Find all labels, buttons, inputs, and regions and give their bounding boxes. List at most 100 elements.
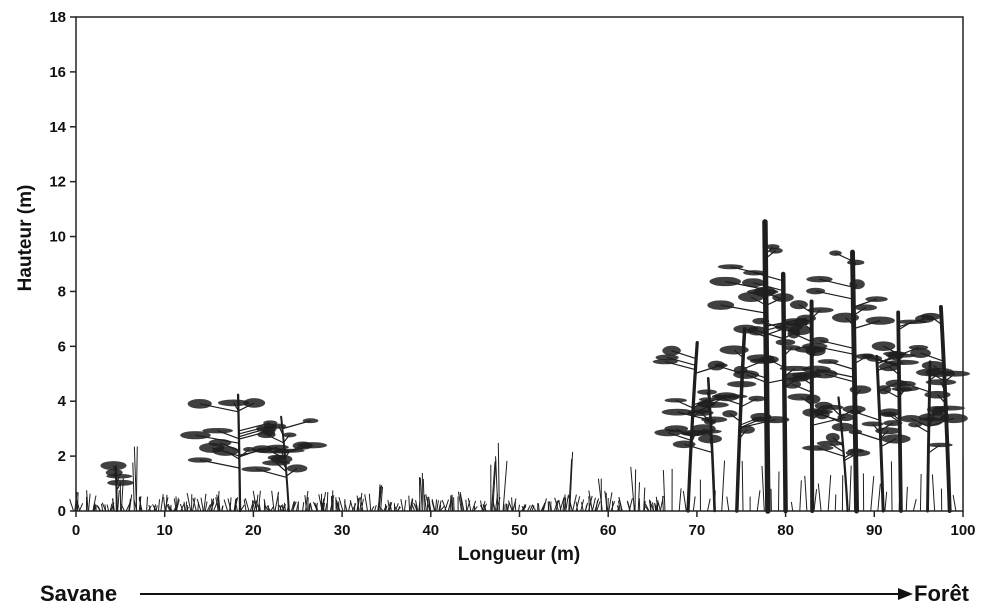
leaf-cluster (661, 408, 694, 416)
grass-blade (428, 499, 432, 512)
grass-blade (104, 504, 107, 512)
grass-blade (356, 495, 360, 512)
leaf-cluster (847, 259, 865, 266)
y-tick-label: 16 (49, 64, 66, 81)
leaf-cluster (926, 405, 948, 414)
grass-blade (157, 499, 161, 512)
x-tick-label: 60 (600, 522, 617, 539)
leaf-cluster (742, 278, 765, 288)
grass-blade (217, 491, 220, 512)
grass-blade (283, 505, 286, 512)
grass-blade (596, 501, 601, 512)
leaf-cluster (241, 466, 272, 472)
leaf-cluster (270, 454, 293, 464)
grass-blade (314, 502, 318, 512)
grass-blade (572, 494, 577, 512)
grass-blade (120, 503, 125, 512)
leaf-cluster (784, 372, 815, 381)
leaf-cluster (212, 446, 239, 456)
leaf-cluster (910, 348, 931, 358)
grass-blade (450, 496, 453, 512)
grass-blade (637, 482, 641, 512)
grass-blade (160, 494, 164, 512)
grass-blade (106, 504, 110, 512)
grass-blade (88, 493, 91, 512)
grass-blade (359, 497, 364, 512)
grass-blade (389, 503, 392, 512)
grass-blade (549, 501, 552, 512)
leaf-cluster (883, 420, 903, 426)
grass-blade (413, 502, 418, 512)
grass-blade (562, 496, 565, 512)
grass-blade (138, 498, 143, 512)
grass-blade (234, 497, 238, 512)
leaf-cluster (825, 432, 840, 443)
grass-blade (431, 499, 436, 512)
grass-blade (482, 504, 487, 512)
grass-blade (597, 478, 603, 512)
grass-blade (588, 490, 593, 512)
leaf-cluster (895, 387, 912, 392)
y-tick-label: 8 (58, 283, 66, 300)
leaf-cluster (717, 264, 744, 270)
leaf-cluster (698, 434, 722, 444)
undergrowth-stem (834, 494, 837, 512)
grass-blade (511, 497, 513, 512)
x-tick-label: 90 (866, 522, 883, 539)
leaf-cluster (748, 395, 766, 402)
grass-blade (302, 502, 305, 512)
grass-layer (69, 442, 964, 512)
leaf-cluster (806, 287, 826, 295)
grass-blade (305, 490, 309, 512)
leaf-cluster (921, 361, 946, 371)
grass-blade (179, 503, 184, 512)
leaf-cluster (187, 398, 212, 409)
leaf-cluster (811, 336, 829, 345)
gradient-start-label: Savane (40, 581, 117, 606)
grass-blade (645, 503, 650, 512)
grass-blade (465, 499, 468, 512)
undergrowth-stem (877, 483, 881, 512)
grass-blade (255, 494, 259, 512)
undergrowth-stem (884, 491, 888, 512)
grass-blade (387, 500, 391, 512)
leaf-cluster (783, 379, 802, 389)
grass-blade (591, 497, 596, 512)
undergrowth-stem (905, 486, 908, 512)
grass-blade (542, 498, 547, 512)
leaf-cluster (915, 368, 943, 377)
undergrowth-stem (678, 488, 682, 512)
grass-blade (185, 501, 188, 512)
leaf-cluster (924, 390, 951, 399)
grass-blade (227, 498, 232, 512)
grass-blade (264, 505, 270, 512)
undergrowth-stem (648, 499, 652, 512)
leaf-cluster (687, 409, 714, 416)
grass-blade (403, 499, 407, 512)
gradient-end-label: Forêt (914, 581, 970, 606)
leaf-cluster (940, 370, 970, 377)
undergrowth-stem (952, 495, 957, 512)
leaf-cluster (787, 328, 801, 339)
leaf-cluster (286, 464, 308, 473)
undergrowth-stem (756, 490, 761, 512)
grass-blade (547, 501, 551, 512)
tree (241, 415, 328, 512)
leaf-cluster (713, 392, 739, 402)
leaf-cluster (875, 427, 901, 435)
undergrowth-stem (721, 460, 726, 512)
grass-blade (630, 466, 635, 512)
grass-blade (522, 505, 527, 512)
leaf-cluster (719, 345, 749, 355)
grass-blade (449, 495, 452, 512)
leaf-cluster (747, 326, 767, 336)
undergrowth-stem (682, 490, 687, 512)
leaf-cluster (871, 341, 896, 352)
grass-blade (529, 504, 534, 512)
leaf-cluster (829, 250, 842, 256)
grass-blade (502, 460, 508, 512)
leaf-cluster (908, 421, 922, 428)
leaf-cluster (707, 300, 735, 310)
leaf-cluster (878, 408, 902, 417)
leaf-cluster (271, 423, 287, 429)
